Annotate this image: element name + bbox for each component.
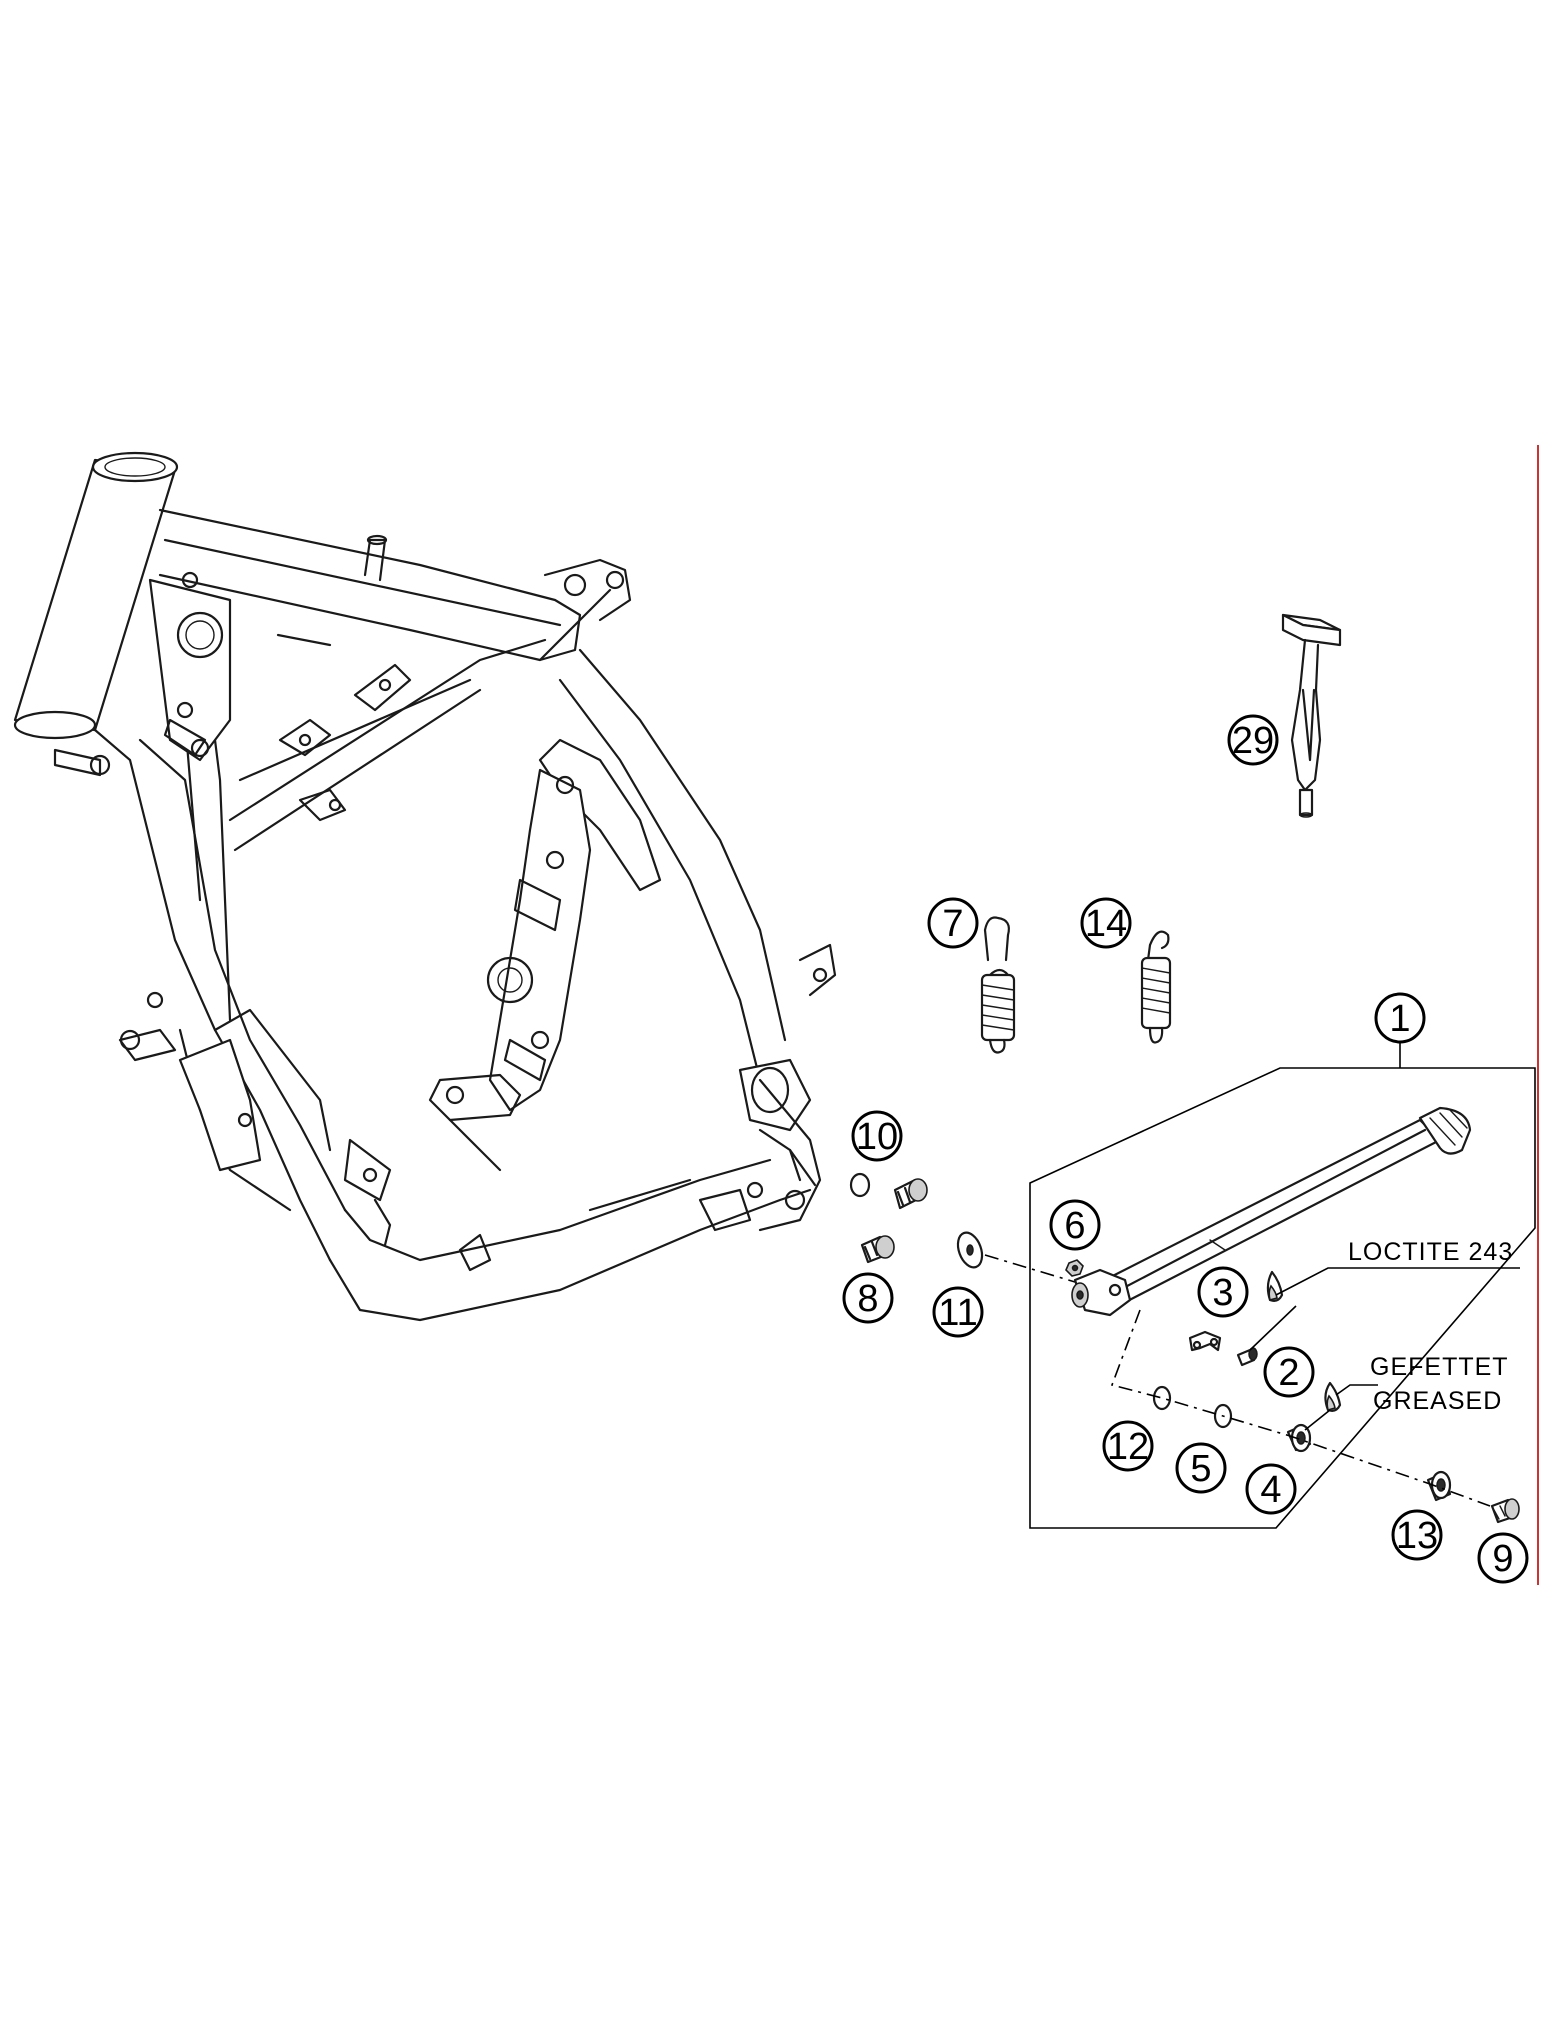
callout-11: 11 bbox=[932, 1286, 984, 1338]
callout-4: 4 bbox=[1245, 1463, 1297, 1515]
leader-grease-bush bbox=[1304, 1409, 1331, 1431]
callout-6: 6 bbox=[1049, 1199, 1101, 1251]
washer-part-11 bbox=[956, 1231, 984, 1269]
ring-part-12 bbox=[1152, 1385, 1172, 1411]
screw-part-2 bbox=[1236, 1347, 1258, 1367]
callout-circle bbox=[1197, 1266, 1249, 1318]
callout-12: 12 bbox=[1102, 1420, 1154, 1472]
callout-number: 1 bbox=[1389, 998, 1410, 1040]
callout-13: 13 bbox=[1391, 1509, 1443, 1561]
callout-number: 4 bbox=[1260, 1469, 1281, 1511]
motorcycle-frame bbox=[13, 451, 837, 1322]
greased-note-en: GREASED bbox=[1373, 1387, 1502, 1415]
callout-circle bbox=[932, 1286, 984, 1338]
callout-number: 6 bbox=[1064, 1205, 1085, 1247]
callout-number: 3 bbox=[1212, 1272, 1233, 1314]
assembly-axis-line bbox=[984, 1254, 1086, 1286]
bushing-part-13 bbox=[1426, 1470, 1452, 1502]
callout-number: 7 bbox=[942, 903, 963, 945]
callout-number: 11 bbox=[938, 1292, 977, 1334]
callout-number: 2 bbox=[1278, 1352, 1299, 1394]
clip-part-3 bbox=[1188, 1330, 1222, 1352]
special-tool-part bbox=[1281, 613, 1342, 818]
callout-8: 8 bbox=[842, 1272, 894, 1324]
callout-2: 2 bbox=[1263, 1346, 1315, 1398]
callout-circle bbox=[1049, 1199, 1101, 1251]
callout-circle bbox=[851, 1110, 903, 1162]
callout-circle bbox=[1102, 1420, 1154, 1472]
grease-drop-icon bbox=[1324, 1381, 1342, 1412]
callout-circle bbox=[1477, 1532, 1529, 1584]
callout-14: 14 bbox=[1080, 897, 1132, 949]
o-ring-part-10 bbox=[849, 1172, 871, 1198]
callout-number: 12 bbox=[1107, 1426, 1149, 1468]
bolt-part-upper bbox=[893, 1178, 928, 1210]
nut-part-6 bbox=[1065, 1259, 1084, 1277]
leader-loctite bbox=[1275, 1267, 1520, 1296]
leader-loctite-screw bbox=[1249, 1305, 1297, 1351]
callout-circle bbox=[927, 897, 979, 949]
callout-circle bbox=[1080, 897, 1132, 949]
callout-3: 3 bbox=[1197, 1266, 1249, 1318]
callout-number: 5 bbox=[1190, 1448, 1211, 1490]
bolt-part-8 bbox=[860, 1235, 895, 1264]
callout-1: 1 bbox=[1374, 992, 1426, 1044]
callout-number: 13 bbox=[1396, 1515, 1438, 1557]
callout-circle bbox=[1245, 1463, 1297, 1515]
callout-9: 9 bbox=[1477, 1532, 1529, 1584]
bushing-part-4 bbox=[1286, 1423, 1312, 1453]
callout-number: 14 bbox=[1085, 903, 1127, 945]
loctite-drop-icon bbox=[1266, 1270, 1284, 1302]
callout-number: 10 bbox=[856, 1116, 898, 1158]
callout-number: 29 bbox=[1232, 720, 1274, 762]
spring-part-14 bbox=[1140, 930, 1172, 1044]
callout-10: 10 bbox=[851, 1110, 903, 1162]
callout-circle bbox=[1227, 714, 1279, 766]
callout-number: 9 bbox=[1492, 1538, 1513, 1580]
callout-circle bbox=[1263, 1346, 1315, 1398]
leader-grease bbox=[1335, 1384, 1378, 1396]
greased-note-de: GEFETTET bbox=[1370, 1353, 1509, 1381]
callout-29: 29 bbox=[1227, 714, 1279, 766]
screw-part-9 bbox=[1490, 1498, 1520, 1524]
callout-circle bbox=[842, 1272, 894, 1324]
callout-number: 8 bbox=[857, 1278, 878, 1320]
callout-circle bbox=[1374, 992, 1426, 1044]
pivot-axis-line bbox=[1110, 1309, 1491, 1507]
side-stand-part-1 bbox=[1071, 1106, 1472, 1317]
spring-part-7 bbox=[980, 916, 1016, 1054]
callout-circle bbox=[1175, 1442, 1227, 1494]
loctite-note: LOCTITE 243 bbox=[1348, 1238, 1513, 1266]
ring-part-5 bbox=[1213, 1403, 1233, 1429]
callout-circle bbox=[1391, 1509, 1443, 1561]
callout-7: 7 bbox=[927, 897, 979, 949]
kit-outline-box bbox=[1029, 1067, 1536, 1529]
callout-5: 5 bbox=[1175, 1442, 1227, 1494]
